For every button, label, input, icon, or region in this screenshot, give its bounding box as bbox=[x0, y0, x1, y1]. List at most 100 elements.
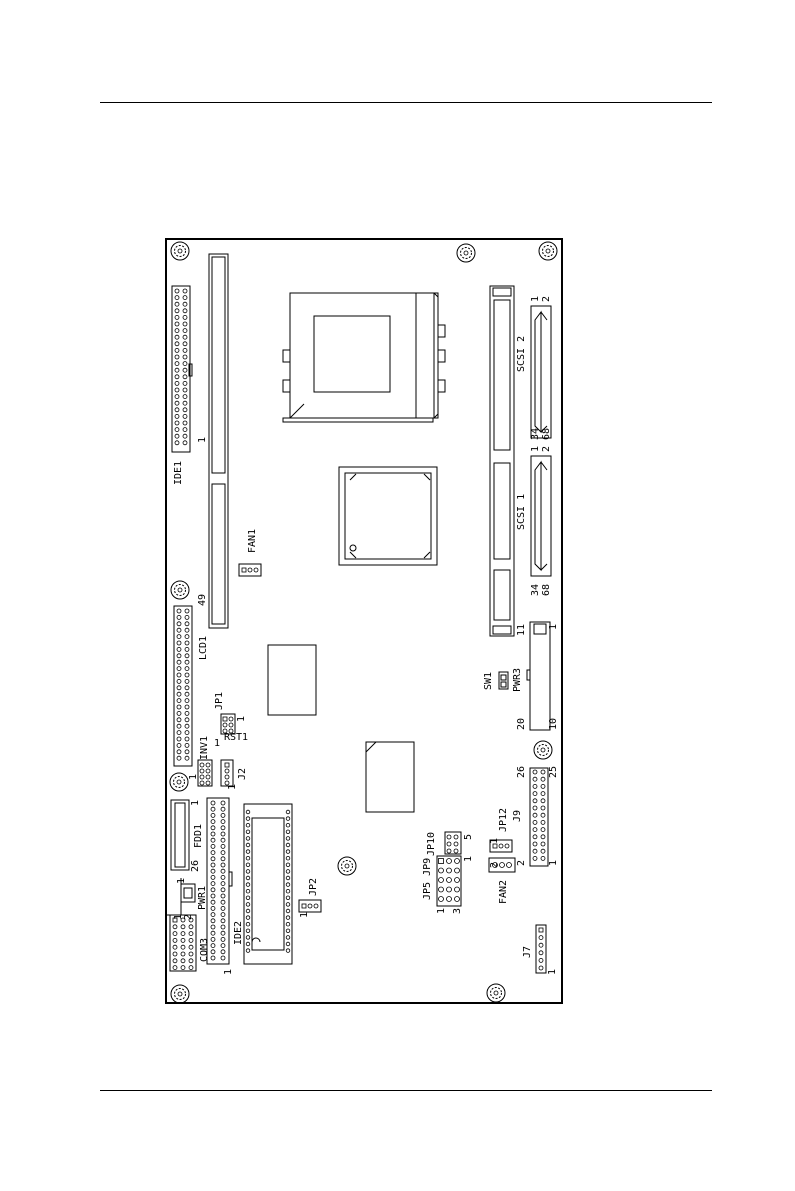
pin bbox=[221, 863, 225, 867]
jp1-rst1-jumper bbox=[221, 714, 235, 734]
pin bbox=[177, 628, 181, 632]
pin bbox=[286, 929, 290, 933]
pin bbox=[185, 737, 189, 741]
j9-pin26-label: 26 bbox=[516, 766, 527, 778]
pin bbox=[177, 711, 181, 715]
pin bbox=[177, 692, 181, 696]
pin bbox=[185, 756, 189, 760]
pwr3-pin10-label: 10 bbox=[548, 718, 559, 730]
pin bbox=[177, 641, 181, 645]
pin bbox=[533, 856, 537, 860]
pin bbox=[221, 888, 225, 892]
pin bbox=[221, 919, 225, 923]
pin bbox=[185, 711, 189, 715]
pin bbox=[183, 362, 187, 366]
pin bbox=[206, 763, 210, 767]
pin bbox=[175, 368, 179, 372]
j2-pin1-label: 1 bbox=[227, 784, 238, 790]
pin bbox=[206, 775, 210, 779]
pin bbox=[286, 883, 290, 887]
pin bbox=[181, 952, 185, 956]
ide1-pin1-label: 1 bbox=[197, 437, 208, 443]
pin bbox=[211, 869, 215, 873]
com3-header bbox=[170, 915, 196, 971]
pin bbox=[175, 348, 179, 352]
pin bbox=[439, 887, 444, 892]
pin bbox=[455, 897, 460, 902]
inv1-pin1-label: 1 bbox=[188, 774, 199, 780]
pin bbox=[183, 428, 187, 432]
pin bbox=[183, 322, 187, 326]
jp10-pin5-label: 5 bbox=[463, 834, 474, 840]
pin bbox=[539, 966, 543, 970]
pin bbox=[221, 950, 225, 954]
mounting-hole bbox=[534, 741, 552, 759]
pin bbox=[173, 938, 177, 942]
j9-header bbox=[530, 768, 548, 866]
pin bbox=[533, 770, 537, 774]
pin bbox=[246, 863, 250, 867]
pin bbox=[221, 882, 225, 886]
jp12-pin1-label: 1 bbox=[489, 838, 500, 844]
pin bbox=[211, 857, 215, 861]
pin bbox=[175, 441, 179, 445]
pin bbox=[221, 931, 225, 935]
pin bbox=[246, 823, 250, 827]
jp1-label: JP1 bbox=[214, 692, 225, 710]
pwr3-pin1-label: 1 bbox=[548, 624, 559, 630]
pin bbox=[541, 770, 545, 774]
pin bbox=[175, 329, 179, 333]
pin bbox=[246, 837, 250, 841]
pin bbox=[183, 315, 187, 319]
lcd1-header bbox=[174, 606, 192, 766]
pin bbox=[173, 925, 177, 929]
pin bbox=[286, 810, 290, 814]
pin bbox=[211, 937, 215, 941]
pin bbox=[185, 679, 189, 683]
mounting-hole bbox=[170, 773, 188, 791]
pin bbox=[246, 929, 250, 933]
inv1-header bbox=[198, 760, 212, 786]
pin bbox=[183, 441, 187, 445]
pin bbox=[541, 813, 545, 817]
pin bbox=[173, 966, 177, 970]
pin bbox=[200, 769, 204, 773]
pin bbox=[177, 699, 181, 703]
pin bbox=[177, 718, 181, 722]
ide1-label: IDE1 bbox=[173, 461, 184, 485]
pin bbox=[447, 849, 451, 853]
pin bbox=[533, 777, 537, 781]
pin bbox=[175, 342, 179, 346]
pin bbox=[211, 925, 215, 929]
sw1-label: SW1 bbox=[483, 672, 494, 690]
pin bbox=[185, 724, 189, 728]
pin bbox=[189, 945, 193, 949]
scsi2-label: SCSI 2 bbox=[516, 336, 527, 372]
pin bbox=[541, 777, 545, 781]
pin bbox=[189, 952, 193, 956]
pin bbox=[246, 909, 250, 913]
j9-pin25-label: 25 bbox=[548, 766, 559, 778]
pin bbox=[183, 388, 187, 392]
mounting-hole bbox=[539, 242, 557, 260]
com3-label: COM3 bbox=[199, 938, 210, 962]
pin bbox=[246, 936, 250, 940]
pwr3-pin11-label: 11 bbox=[516, 624, 527, 636]
pin bbox=[455, 887, 460, 892]
pin bbox=[447, 868, 452, 873]
fan1-label: FAN1 bbox=[247, 529, 258, 553]
pin bbox=[541, 828, 545, 832]
pin bbox=[211, 931, 215, 935]
pin bbox=[183, 342, 187, 346]
pin bbox=[183, 401, 187, 405]
rst1-label: RST1 bbox=[224, 732, 248, 743]
pin bbox=[181, 966, 185, 970]
pin bbox=[533, 820, 537, 824]
pin bbox=[185, 667, 189, 671]
pin bbox=[447, 842, 451, 846]
pwr1-label: PWR1 bbox=[197, 886, 208, 910]
pin bbox=[175, 408, 179, 412]
fdd1-connector bbox=[171, 800, 189, 870]
mounting-hole bbox=[171, 581, 189, 599]
pin bbox=[175, 322, 179, 326]
